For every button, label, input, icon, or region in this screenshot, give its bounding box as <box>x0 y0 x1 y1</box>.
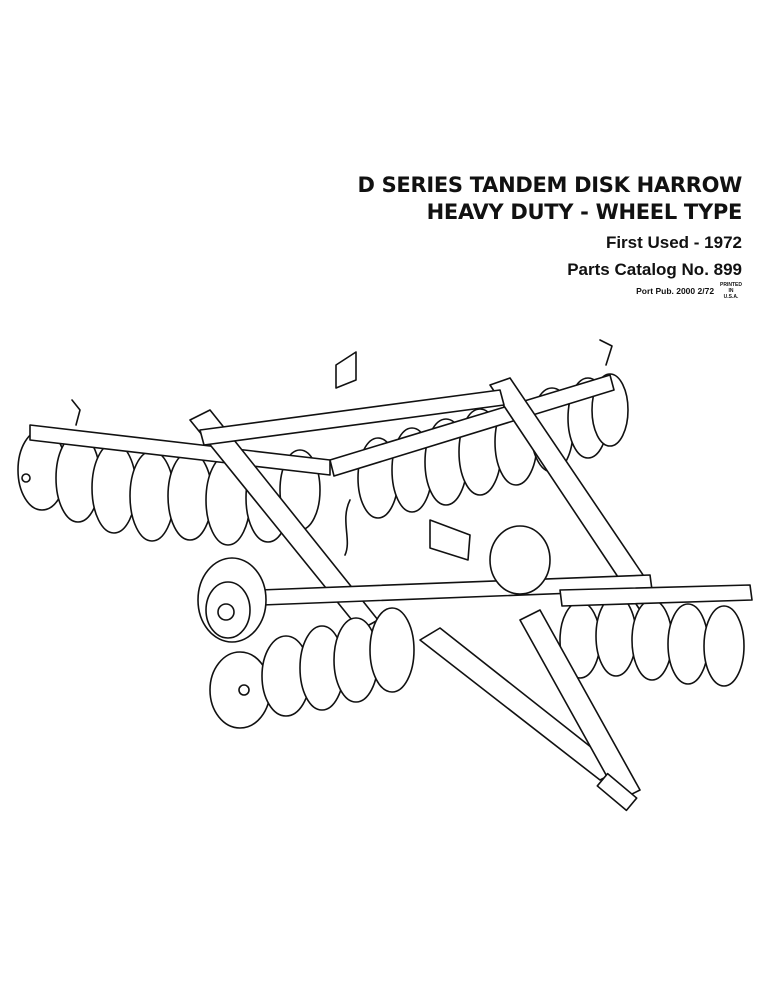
front-right-disk-gang <box>559 584 753 687</box>
stamp-line-3: U.S.A. <box>723 294 739 300</box>
hitch-tongue <box>419 609 641 812</box>
publication-row: Port Pub. 2000 2/72 PRINTED IN U.S.A. <box>636 282 742 300</box>
publication-number: Port Pub. 2000 2/72 <box>636 286 715 296</box>
main-frame <box>189 377 661 631</box>
stamp-line-1: PRINTED <box>720 282 742 288</box>
document-title: D SERIES TANDEM DISK HARROW <box>357 173 742 197</box>
disk-harrow-illustration <box>17 339 753 812</box>
title-block: D SERIES TANDEM DISK HARROW HEAVY DUTY -… <box>357 172 742 283</box>
front-left-disk-gang <box>209 607 415 729</box>
document-subtitle: HEAVY DUTY - WHEEL TYPE <box>426 200 743 224</box>
printed-in-usa-stamp: PRINTED IN U.S.A. <box>720 282 742 300</box>
frame-details <box>71 339 613 561</box>
first-used-text: First Used - 1972 <box>605 233 742 252</box>
stamp-line-2: IN <box>728 288 734 294</box>
catalog-number: Parts Catalog No. 899 <box>567 260 742 279</box>
transport-wheels <box>197 525 551 643</box>
